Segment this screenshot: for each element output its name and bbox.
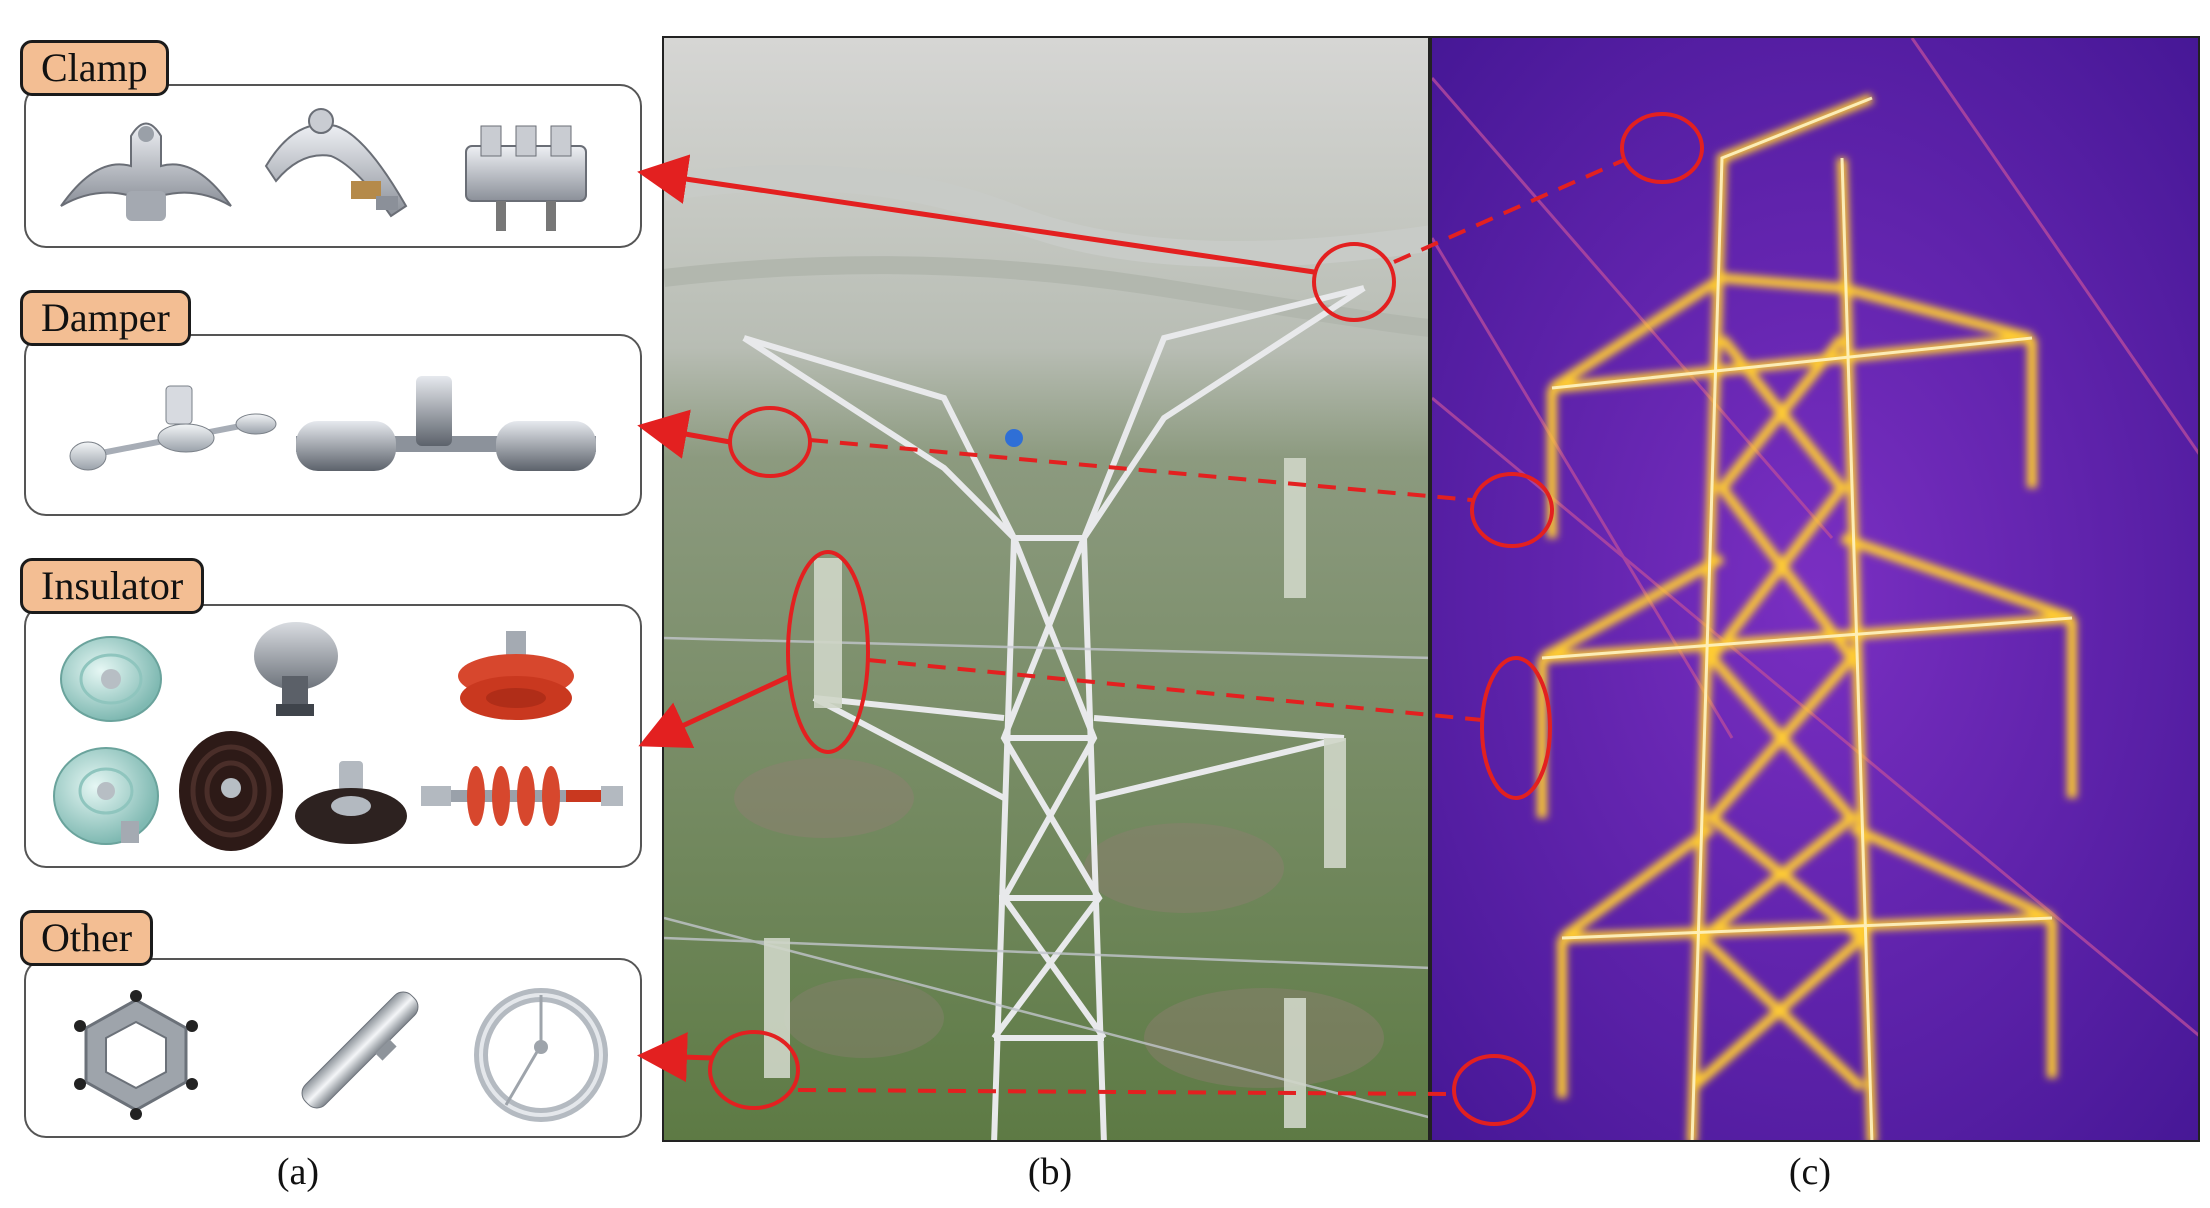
panel-label-b: (b): [1027, 1151, 1073, 1193]
tower-photo-panel: [662, 36, 1430, 1142]
stockbridge-damper-image: [66, 366, 296, 486]
porcelain-disc-insulator-image: [246, 616, 356, 726]
other-group-box: [24, 958, 642, 1138]
dark-porcelain-insulator-image: [176, 726, 286, 856]
tower-photo-illustration: [664, 38, 1428, 1140]
clamp-group-box: [24, 84, 642, 248]
panel-label-c: (c): [1788, 1151, 1832, 1193]
insulator-label: Insulator: [20, 558, 205, 614]
hammer-damper-image: [276, 366, 616, 496]
clamp-label: Clamp: [20, 40, 169, 96]
glass-insulator-lower-image: [46, 736, 166, 856]
composite-long-rod-insulator-image: [416, 756, 626, 836]
strain-clamp-image: [256, 96, 426, 236]
splice-sleeve-image: [276, 980, 446, 1120]
thermal-image-panel: [1430, 36, 2200, 1142]
dark-cap-insulator-image: [291, 756, 411, 856]
suspension-clamp-image: [56, 96, 236, 236]
panel-label-a: (a): [276, 1151, 320, 1193]
damper-group-box: [24, 334, 642, 516]
yoke-plate-image: [66, 990, 206, 1120]
insulator-group-box: [24, 604, 642, 868]
parallel-groove-clamp-image: [456, 106, 596, 236]
grading-ring-image: [471, 985, 611, 1125]
thermal-tower-illustration: [1432, 38, 2198, 1140]
damper-label: Damper: [20, 290, 191, 346]
other-label: Other: [20, 910, 154, 966]
red-composite-disc-image: [446, 626, 586, 736]
glass-insulator-image: [56, 624, 166, 734]
